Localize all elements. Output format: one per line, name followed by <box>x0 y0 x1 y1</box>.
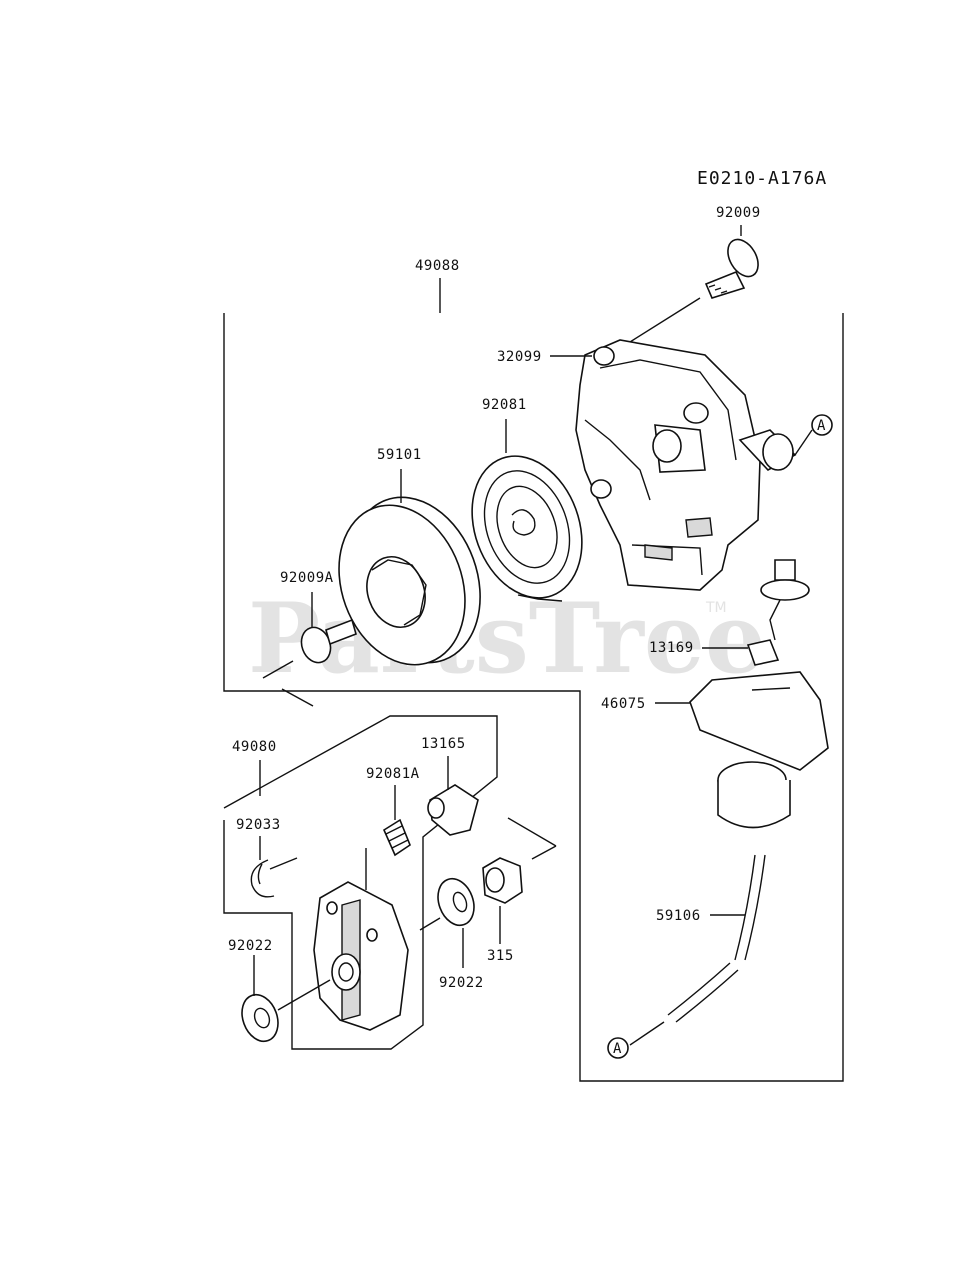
label-13169: 13169 <box>649 640 694 656</box>
assembly-frame-49088 <box>223 278 844 1082</box>
washer-92022-left <box>241 955 331 1043</box>
label-92022-left: 92022 <box>228 938 273 954</box>
watermark-trademark: TM <box>705 600 727 616</box>
label-59101: 59101 <box>377 447 422 463</box>
part-labels: 92009 49088 32099 92081 59101 92009A 131… <box>228 205 761 991</box>
label-92033: 92033 <box>236 817 281 833</box>
callout-a-bottom: A <box>607 1037 629 1059</box>
break-marks <box>262 660 557 870</box>
washer-92022-right <box>437 877 475 968</box>
bolt-92009A <box>300 592 357 664</box>
label-59106: 59106 <box>656 908 701 924</box>
label-92081: 92081 <box>482 397 527 413</box>
cord-guide-13169 <box>702 559 810 666</box>
label-49080: 49080 <box>232 739 277 755</box>
label-49088: 49088 <box>415 258 460 274</box>
callout-a-top: A <box>811 414 833 436</box>
callout-a-top-label: A <box>817 418 826 434</box>
label-46075: 46075 <box>601 696 646 712</box>
starter-rope-59106 <box>629 854 766 1046</box>
assembly-frame-49080 <box>223 715 498 1050</box>
label-32099: 32099 <box>497 349 542 365</box>
callout-a-bottom-label: A <box>613 1041 622 1057</box>
ratchet-plate <box>313 848 441 1031</box>
label-92022-right: 92022 <box>439 975 484 991</box>
starter-pulley-59101 <box>338 469 481 666</box>
label-92009A: 92009A <box>280 570 334 586</box>
diagram-code: E0210-A176A <box>697 168 827 189</box>
starter-handle-46075 <box>655 671 829 829</box>
label-315: 315 <box>487 948 514 964</box>
label-92081A: 92081A <box>366 766 420 782</box>
recoil-spring-92081 <box>471 419 583 602</box>
starter-housing-32099 <box>550 339 813 591</box>
pawl-13165 <box>427 756 479 836</box>
nut-315 <box>482 857 523 944</box>
bolt-92009 <box>629 225 759 343</box>
spring-92081A <box>382 785 411 857</box>
e-ring-92033 <box>250 836 275 898</box>
label-92009: 92009 <box>716 205 761 221</box>
label-13165: 13165 <box>421 736 466 752</box>
